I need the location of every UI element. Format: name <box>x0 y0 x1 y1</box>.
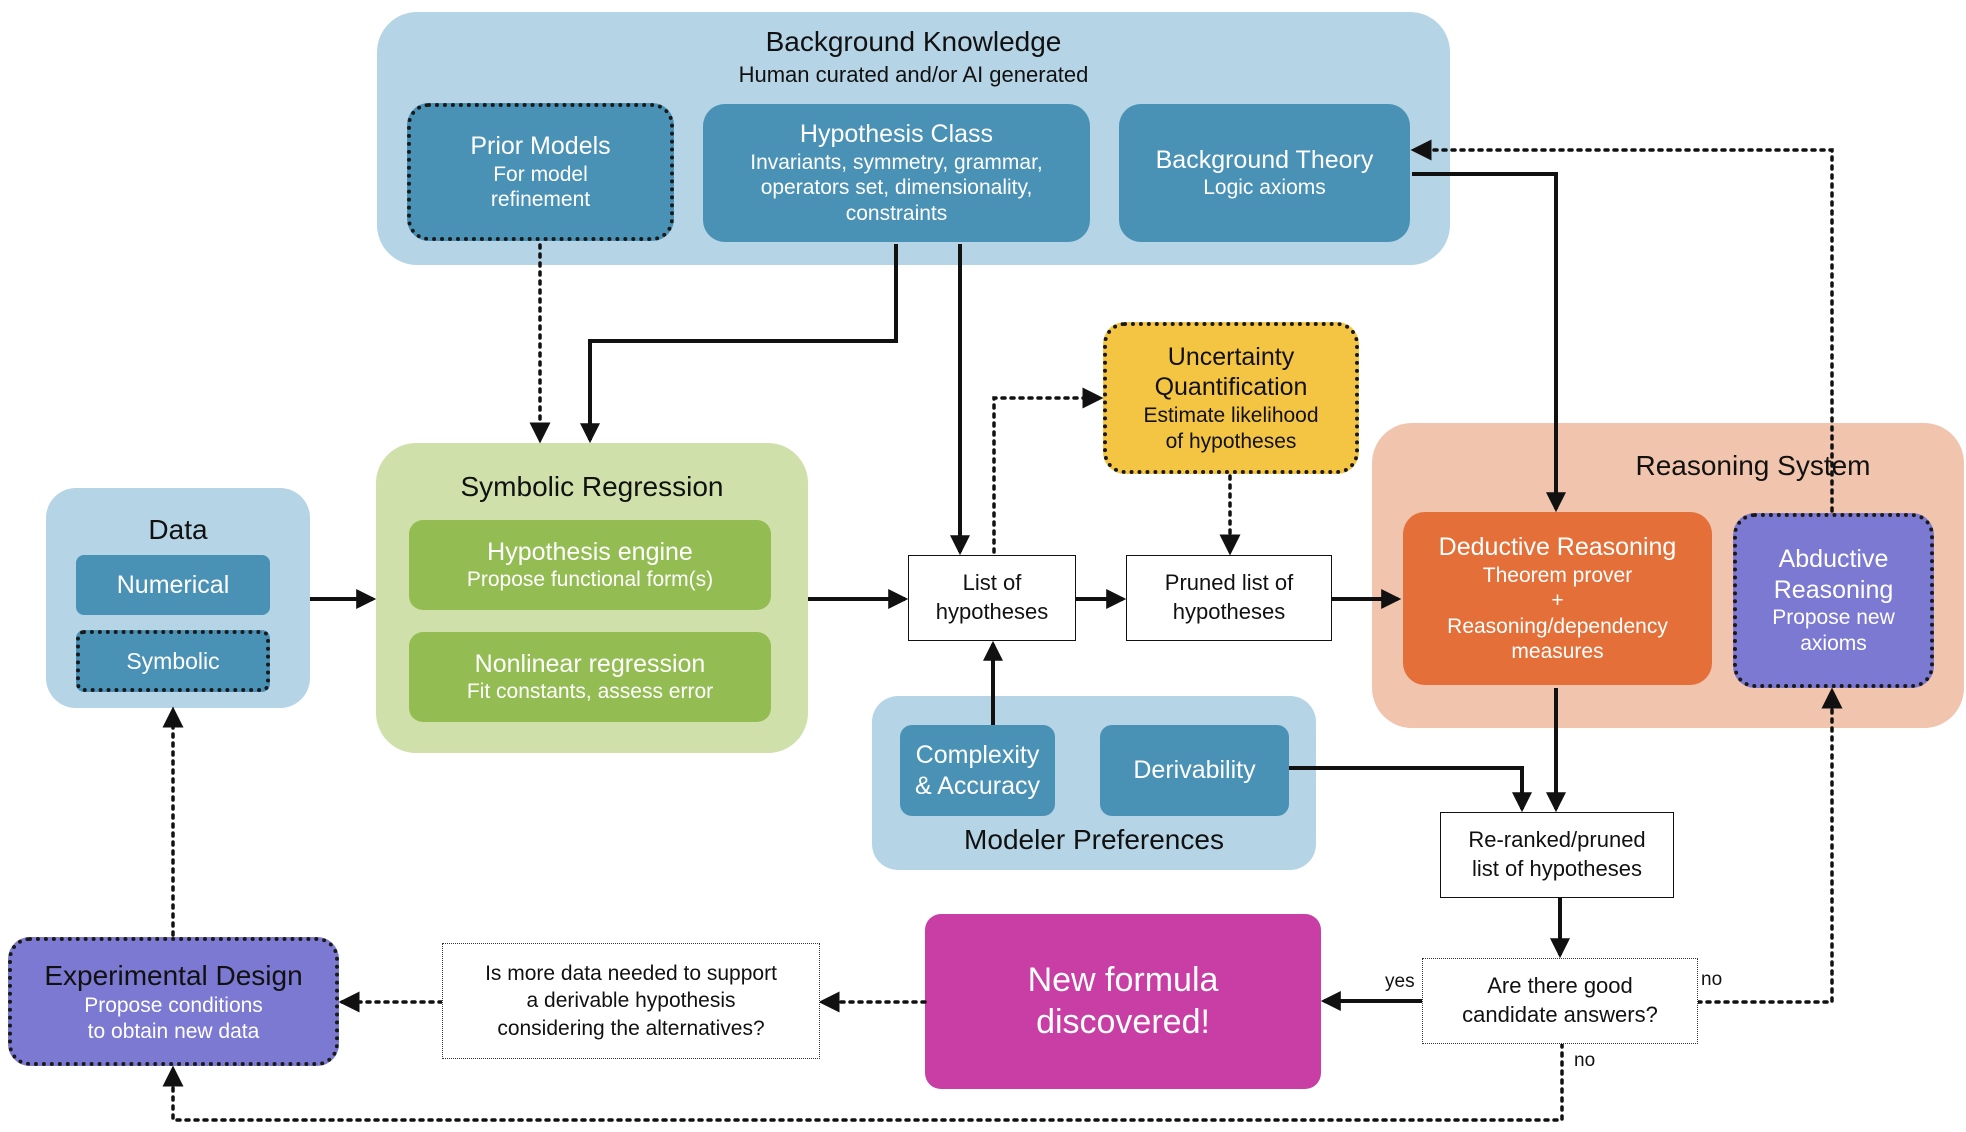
background-knowledge-subtitle: Human curated and/or AI generated <box>738 62 1089 87</box>
background-theory-title: Background Theory <box>1155 145 1374 174</box>
list-line2: hypotheses <box>935 599 1049 624</box>
symbolic-regression-title: Symbolic Regression <box>460 471 724 502</box>
experimental-design-title: Experimental Design <box>44 959 303 991</box>
decision-line2: candidate answers? <box>1462 1002 1658 1027</box>
arrow-derivability-to-reranked <box>1289 766 1532 813</box>
background-theory-line1: Logic axioms <box>1203 176 1326 200</box>
numerical-box: Numerical <box>76 555 270 615</box>
nonlinear-regression-box: Nonlinear regression Fit constants, asse… <box>409 632 771 722</box>
numerical-label: Numerical <box>116 570 230 599</box>
derivability-box: Derivability <box>1100 725 1289 816</box>
background-knowledge-title: Background Knowledge <box>765 26 1062 57</box>
list-line1: List of <box>962 570 1022 596</box>
deductive-title: Deductive Reasoning <box>1438 533 1677 562</box>
uncertainty-line4: of hypotheses <box>1165 429 1297 453</box>
uncertainty-line1: Uncertainty <box>1167 342 1295 371</box>
hypothesis-engine-title: Hypothesis engine <box>487 537 693 566</box>
no-bottom-label: no <box>1574 1050 1596 1071</box>
abductive-line4: axioms <box>1800 632 1867 655</box>
deductive-line2: + <box>1551 589 1564 613</box>
reranked-list-box: Re-ranked/pruned list of hypotheses <box>1440 812 1674 898</box>
abductive-reasoning-box: Abductive Reasoning Propose new axioms <box>1733 513 1934 688</box>
new-formula-box: New formula discovered! <box>925 914 1321 1089</box>
derivability-label: Derivability <box>1133 756 1256 785</box>
abductive-line2: Reasoning <box>1773 575 1894 604</box>
new-formula-line2: discovered! <box>1036 1002 1210 1041</box>
reranked-line2: list of hypotheses <box>1472 856 1642 881</box>
hypothesis-class-line1: Invariants, symmetry, grammar, <box>750 150 1043 174</box>
uncertainty-line3: Estimate likelihood <box>1143 403 1319 427</box>
data-title: Data <box>148 514 208 545</box>
symbolic-label: Symbolic <box>126 647 220 674</box>
hypothesis-class-box: Hypothesis Class Invariants, symmetry, g… <box>703 104 1090 242</box>
complexity-line2: & Accuracy <box>914 771 1041 800</box>
hypothesis-engine-box: Hypothesis engine Propose functional for… <box>409 520 771 610</box>
modeler-preferences-title: Modeler Preferences <box>964 824 1224 855</box>
pruned-line2: hypotheses <box>1172 599 1286 624</box>
list-of-hypotheses-box: List of hypotheses <box>908 555 1076 641</box>
prior-models-line1: For model <box>493 162 588 186</box>
arrow-no-to-experimental <box>162 1042 1564 1122</box>
prior-models-line2: refinement <box>490 188 591 212</box>
new-formula-line1: New formula <box>1027 961 1219 1000</box>
hypothesis-engine-line1: Propose functional form(s) <box>466 568 714 592</box>
deductive-line4: measures <box>1511 640 1604 664</box>
more-data-line3: considering the alternatives? <box>497 1016 765 1040</box>
more-data-line1: Is more data needed to support <box>485 962 777 986</box>
deductive-line3: Reasoning/dependency <box>1447 614 1668 638</box>
complexity-line1: Complexity <box>915 741 1040 769</box>
uncertainty-line2: Quantification <box>1154 373 1308 402</box>
prior-models-title: Prior Models <box>470 132 611 161</box>
pruned-list-box: Pruned list of hypotheses <box>1126 555 1332 641</box>
experimental-design-line2: to obtain new data <box>87 1019 260 1043</box>
reasoning-system-title: Reasoning System <box>1635 450 1871 481</box>
prior-models-box: Prior Models For model refinement <box>407 103 674 241</box>
nonlinear-regression-title: Nonlinear regression <box>474 649 706 678</box>
arrow-list-to-uncertainty <box>992 387 1104 554</box>
pruned-line1: Pruned list of <box>1164 570 1294 596</box>
decision-line1: Are there good <box>1487 973 1633 999</box>
uncertainty-quantification-box: Uncertainty Quantification Estimate like… <box>1103 322 1359 474</box>
symbolic-box: Symbolic <box>76 630 270 692</box>
hypothesis-class-title: Hypothesis Class <box>799 120 994 149</box>
abductive-line1: Abductive <box>1778 545 1889 574</box>
deductive-line1: Theorem prover <box>1482 563 1633 587</box>
abductive-line3: Propose new <box>1772 606 1895 630</box>
deductive-reasoning-box: Deductive Reasoning Theorem prover + Rea… <box>1403 512 1712 685</box>
decision-box: Are there good candidate answers? <box>1422 958 1698 1044</box>
arrow-hypothesis-class-to-regression <box>580 244 898 444</box>
yes-label: yes <box>1385 971 1415 992</box>
more-data-line2: a derivable hypothesis <box>526 989 736 1013</box>
nonlinear-regression-line1: Fit constants, assess error <box>466 680 714 704</box>
more-data-box: Is more data needed to support a derivab… <box>442 943 820 1059</box>
no-right-label: no <box>1701 969 1723 990</box>
complexity-accuracy-box: Complexity & Accuracy <box>900 725 1055 816</box>
background-theory-box: Background Theory Logic axioms <box>1119 104 1410 242</box>
reranked-line1: Re-ranked/pruned <box>1468 827 1646 853</box>
experimental-design-line1: Propose conditions <box>84 993 263 1017</box>
arrow-no-to-abductive <box>1696 687 1843 1004</box>
hypothesis-class-line2: operators set, dimensionality, <box>760 176 1033 200</box>
experimental-design-box: Experimental Design Propose conditions t… <box>8 937 339 1066</box>
hypothesis-class-line3: constraints <box>845 202 948 226</box>
